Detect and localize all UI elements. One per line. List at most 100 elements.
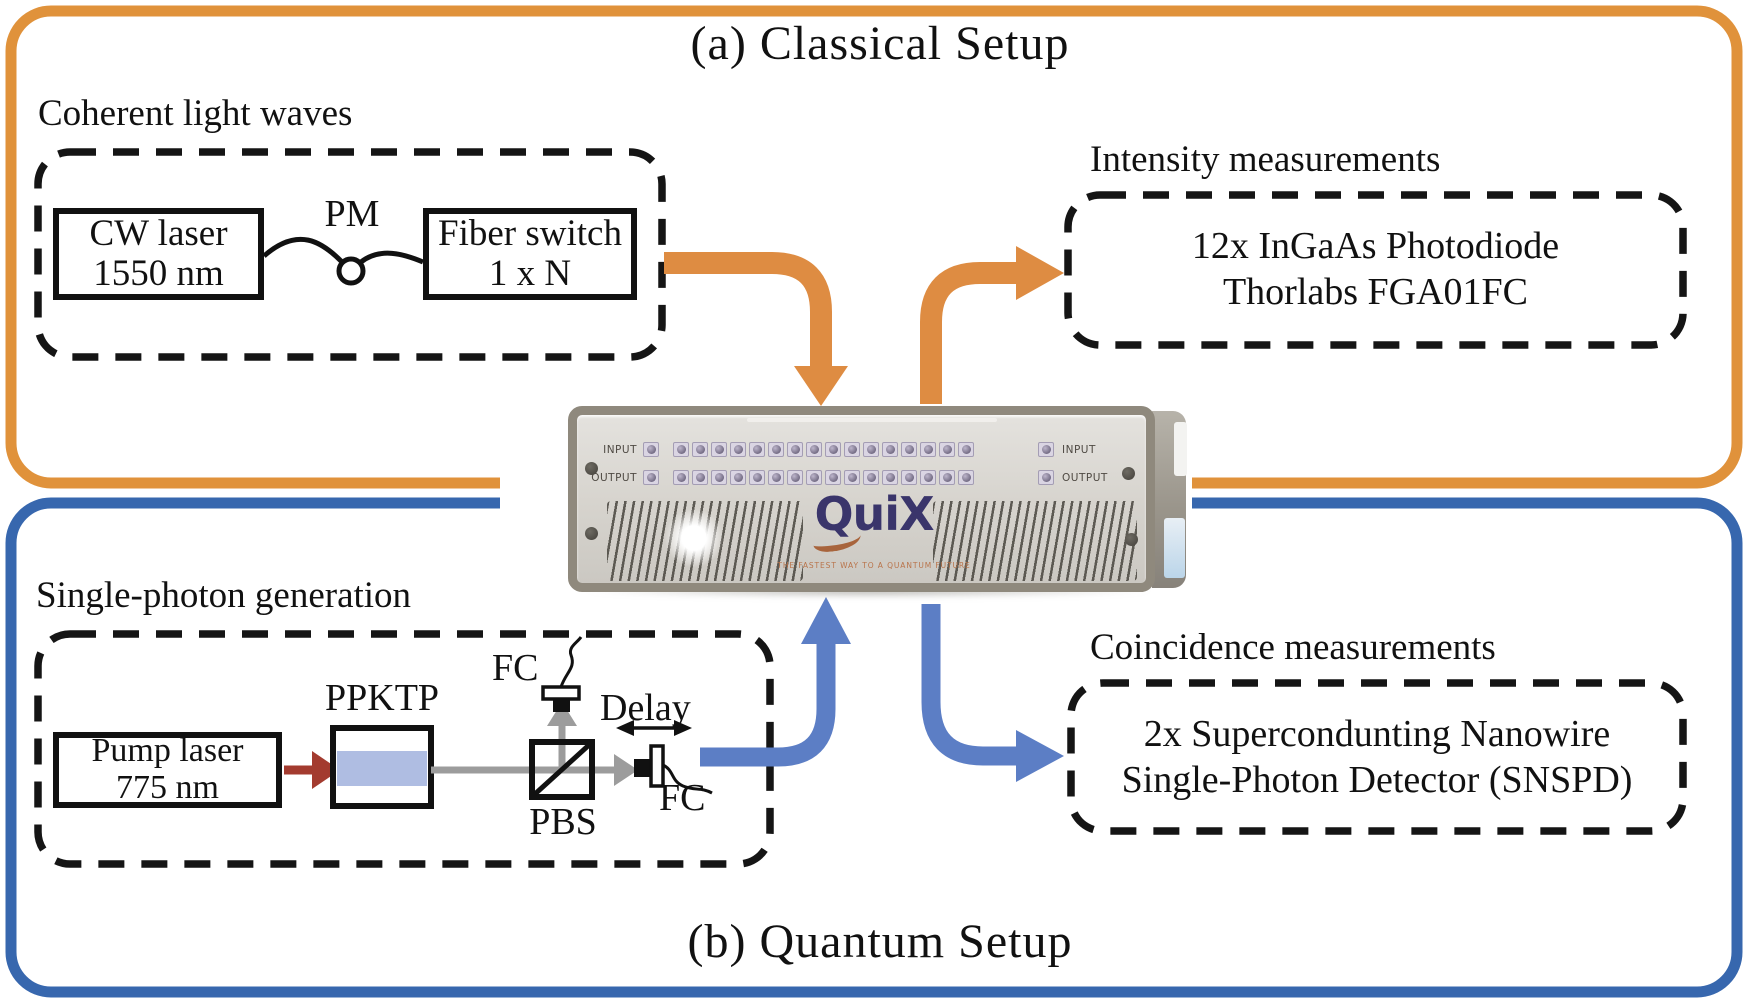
snspd-text: 2x Supercondunting Nanowire Single-Photo…	[1071, 688, 1683, 828]
vent-glare	[665, 509, 723, 567]
fiber-switch-line1: Fiber switch	[438, 213, 622, 255]
coherent-light-waves-label: Coherent light waves	[38, 93, 353, 134]
input-label-right: INPUT	[1062, 443, 1096, 456]
intensity-measurements-box	[1064, 191, 1687, 349]
quix-logo-swoosh	[811, 526, 863, 554]
coincidence-measurements-box	[1067, 679, 1687, 835]
pm-fiber-loop	[262, 236, 424, 286]
photon-beams	[431, 702, 638, 786]
photodiode-text: 12x InGaAs Photodiode Thorlabs FGA01FC	[1068, 200, 1683, 340]
panel-screw	[1125, 533, 1138, 546]
fiber-port	[711, 442, 727, 457]
cw-laser-line2: 1550 nm	[93, 253, 224, 294]
fiber-port	[673, 442, 689, 457]
fiber-port	[863, 442, 879, 457]
fiber-port	[692, 470, 708, 485]
pump-laser-line1: Pump laser	[91, 732, 244, 770]
photodiode-line1: 12x InGaAs Photodiode	[1191, 225, 1560, 268]
panel-screw	[585, 462, 598, 475]
fiber-port	[730, 470, 746, 485]
delay-double-arrow	[616, 720, 692, 736]
fiber-port	[711, 470, 727, 485]
fiber-switch-line2: 1 x N	[488, 253, 572, 294]
ppktp-label: PPKTP	[325, 677, 440, 719]
input-port-row: INPUT INPUT	[589, 441, 1110, 458]
fiber-port	[1038, 442, 1054, 457]
fiber-port	[825, 470, 841, 485]
fiber-port	[939, 470, 955, 485]
pump-laser-box: Pump laser 775 nm	[53, 732, 282, 808]
coincidence-measurements-label: Coincidence measurements	[1090, 627, 1496, 668]
fc-right-label: FC	[659, 777, 706, 819]
ppktp-crystal	[330, 725, 434, 809]
snspd-line2: Single-Photon Detector (SNSPD)	[1121, 759, 1633, 801]
fiber-port	[749, 442, 765, 457]
fiber-port	[958, 470, 974, 485]
fiber-port	[939, 442, 955, 457]
quix-logo: QuiX	[814, 487, 934, 541]
photodiode-line2: Thorlabs FGA01FC	[1222, 271, 1529, 313]
fiber-port	[1038, 470, 1054, 485]
arrow-device-to-coincidence	[921, 604, 1064, 782]
pump-beam-arrow	[284, 751, 340, 789]
fiber-coupler-right	[634, 744, 713, 795]
fiber-port	[882, 442, 898, 457]
fiber-port	[643, 470, 659, 485]
fc-top-label: FC	[492, 647, 539, 689]
fiber-port	[673, 470, 689, 485]
device-front-panel: INPUT INPUT OUTPUT OUTPUT	[568, 406, 1155, 592]
device-side-latch	[1174, 422, 1187, 476]
fiber-port	[920, 442, 936, 457]
quantum-setup-title: (b) Quantum Setup	[687, 915, 1073, 968]
arrow-classical-source-to-device	[664, 252, 848, 406]
fiber-switch-box: Fiber switch 1 x N	[423, 208, 637, 300]
delay-label: Delay	[600, 687, 691, 729]
right-vent-grille	[933, 501, 1137, 581]
intensity-measurements-label: Intensity measurements	[1090, 139, 1441, 180]
classical-setup-title: (a) Classical Setup	[690, 17, 1070, 70]
fiber-port	[882, 470, 898, 485]
fiber-port	[806, 442, 822, 457]
pump-laser-line2: 775 nm	[116, 769, 219, 806]
fiber-coupler-top	[541, 636, 583, 712]
fiber-port	[787, 470, 803, 485]
panel-highlight	[747, 418, 997, 422]
device-side-glow	[1164, 518, 1185, 578]
fiber-port	[806, 470, 822, 485]
fiber-port	[692, 442, 708, 457]
fiber-port	[768, 442, 784, 457]
fiber-port	[643, 442, 659, 457]
fiber-port	[844, 442, 860, 457]
input-label-left: INPUT	[603, 443, 637, 456]
fiber-port	[863, 470, 879, 485]
cw-laser-box: CW laser 1550 nm	[53, 208, 264, 300]
output-label-right: OUTPUT	[1062, 471, 1108, 484]
fiber-port	[730, 442, 746, 457]
fiber-port	[920, 470, 936, 485]
arrow-quantum-source-to-device	[700, 597, 851, 767]
output-label-left: OUTPUT	[591, 471, 637, 484]
fiber-port	[844, 470, 860, 485]
fiber-port	[768, 470, 784, 485]
panel-screw	[585, 527, 598, 540]
pbs-cube	[529, 739, 595, 800]
arrow-device-to-intensity	[920, 246, 1064, 404]
coherent-light-waves-box	[34, 148, 666, 361]
fiber-port	[958, 442, 974, 457]
quix-tagline: THE FASTEST WAY TO A QUANTUM FUTURE	[777, 561, 971, 570]
fiber-port	[749, 470, 765, 485]
pbs-label: PBS	[529, 801, 597, 843]
output-port-row: OUTPUT OUTPUT	[589, 469, 1110, 486]
fiber-port	[825, 442, 841, 457]
single-photon-generation-box	[34, 630, 774, 868]
panel-screw	[1122, 467, 1135, 480]
input-port-strip	[673, 442, 974, 457]
output-port-strip	[673, 470, 974, 485]
quix-processor-device: INPUT INPUT OUTPUT OUTPUT	[568, 406, 1192, 598]
cw-laser-line1: CW laser	[89, 213, 228, 255]
snspd-line1: 2x Supercondunting Nanowire	[1143, 713, 1611, 756]
single-photon-generation-label: Single-photon generation	[36, 575, 412, 616]
fiber-port	[901, 442, 917, 457]
fiber-port	[901, 470, 917, 485]
